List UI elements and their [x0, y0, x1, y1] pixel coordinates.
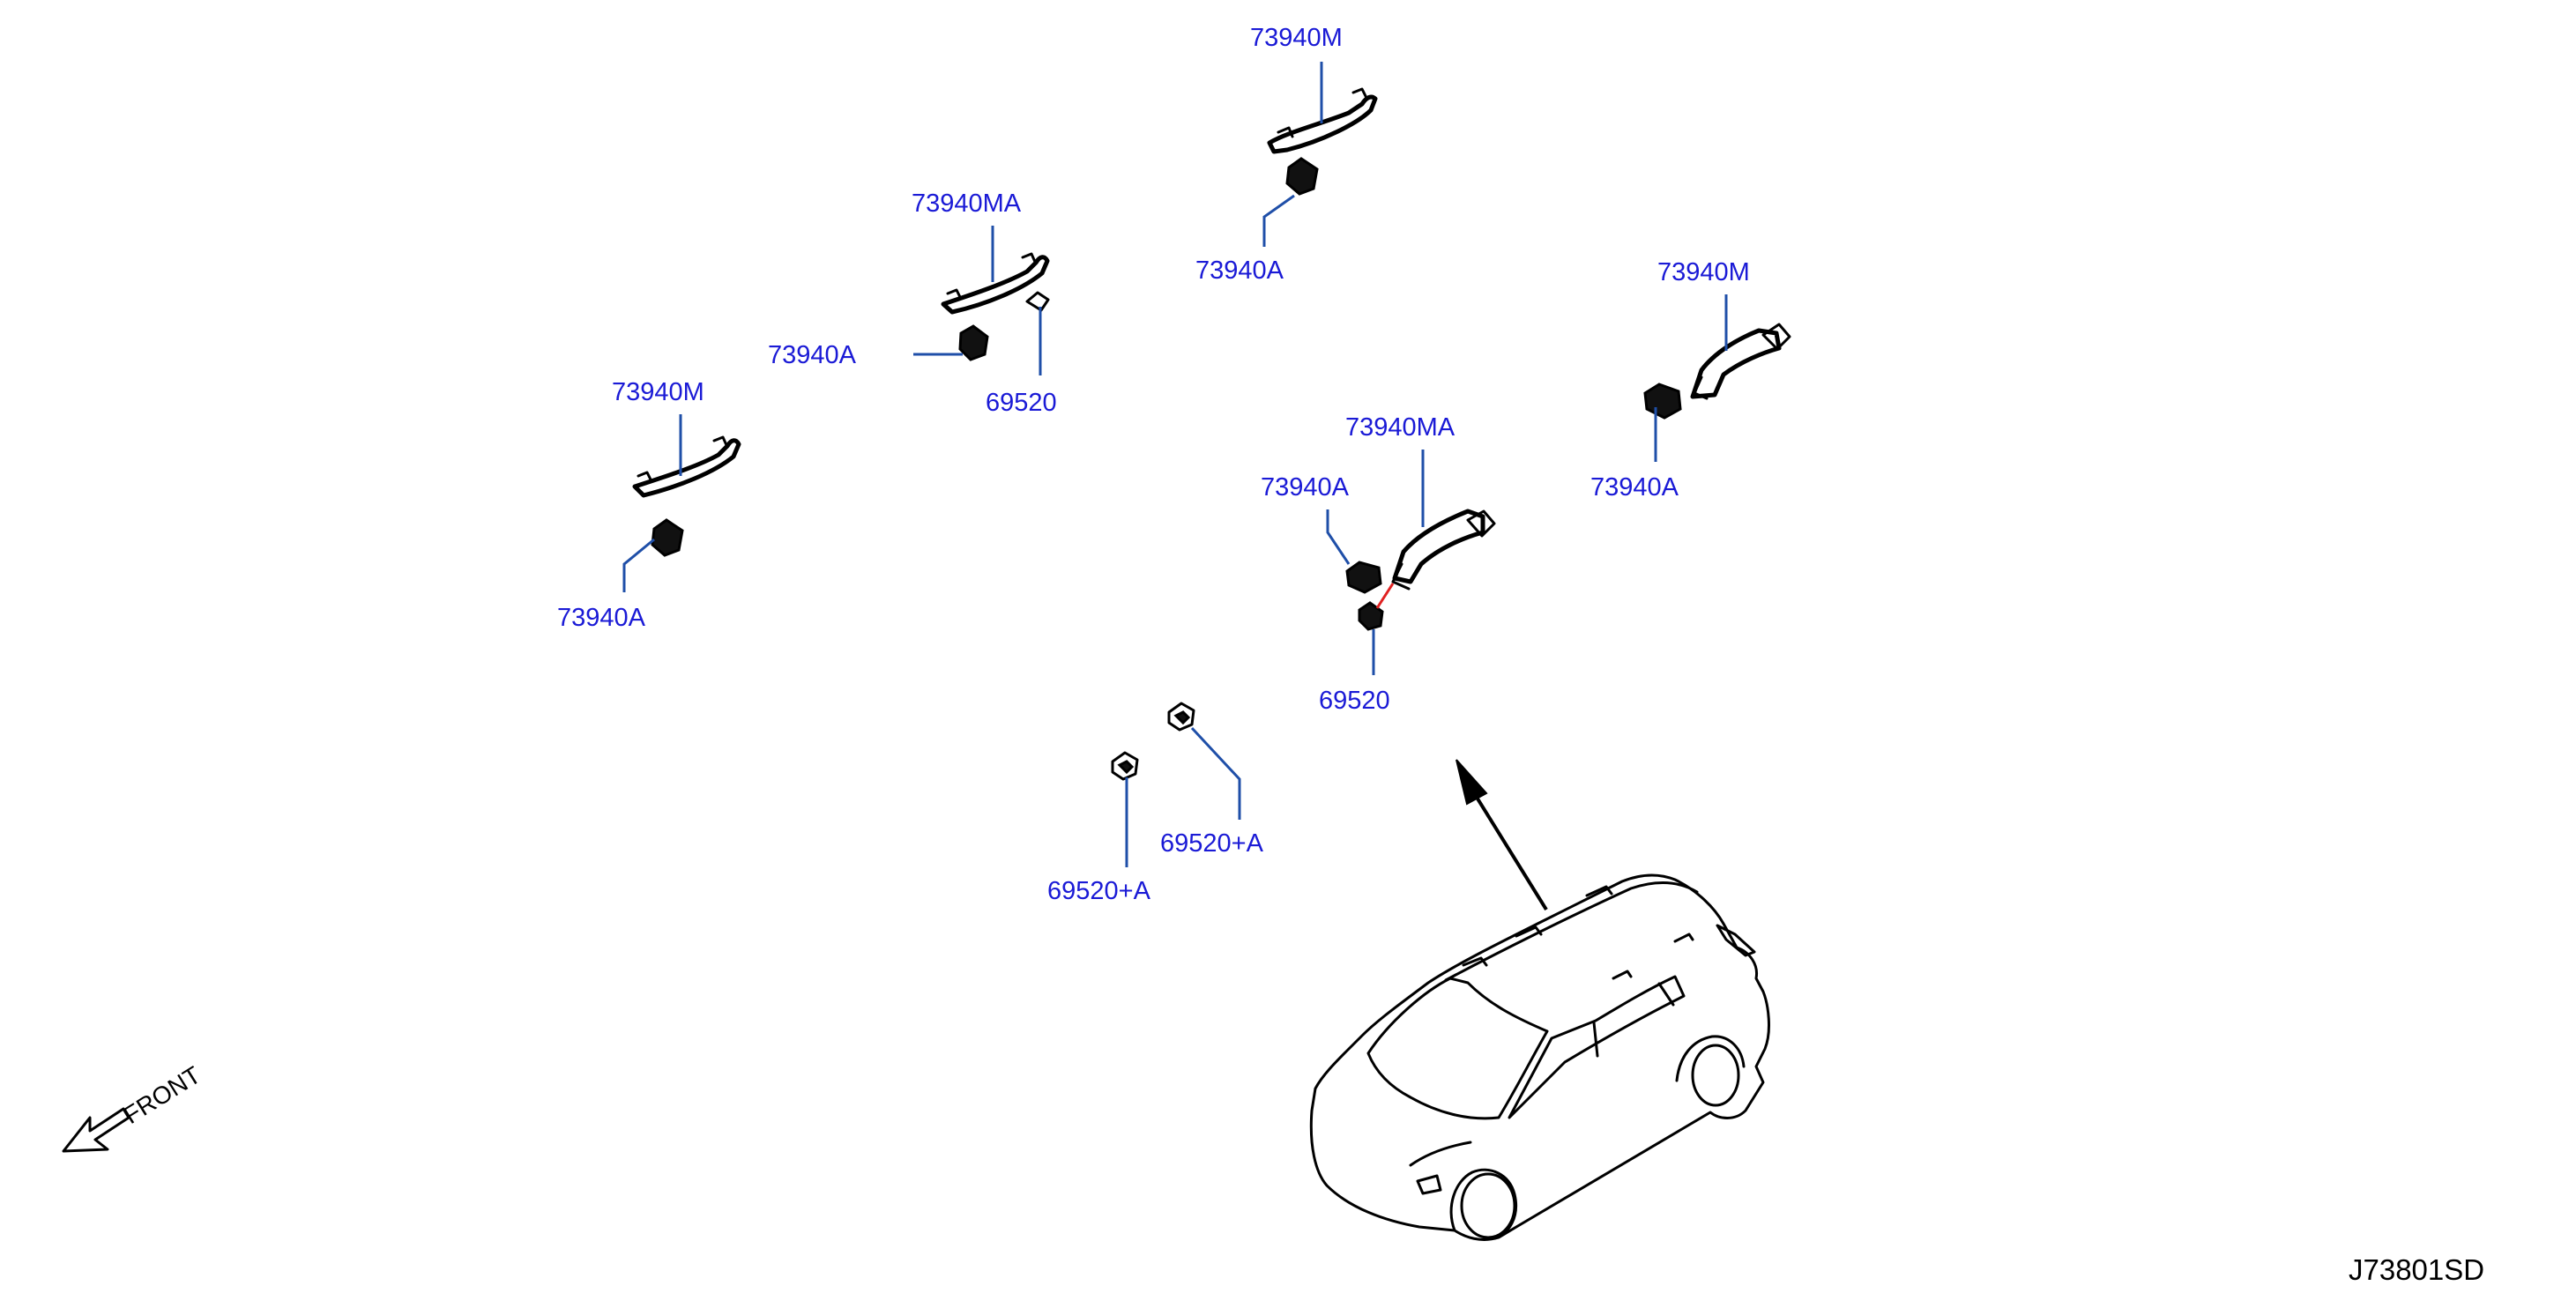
leader-left-a	[622, 538, 655, 592]
callout-top-center-m: 73940M	[1250, 24, 1343, 52]
callout-clip-a-upper: 69520+A	[1160, 829, 1264, 858]
trim-clip-center	[1358, 601, 1384, 631]
callout-left-m: 73940M	[612, 378, 704, 406]
grip-clip-center	[1345, 561, 1382, 594]
callout-clip-a-lower: 69520+A	[1047, 877, 1151, 905]
leader-clip-a-upper	[1190, 726, 1241, 820]
assist-grip-upper-left	[941, 252, 1050, 315]
front-indicator: FRONT	[62, 1061, 205, 1153]
callout-upper-left-clip: 69520	[986, 389, 1057, 417]
assist-grip-left	[632, 435, 741, 498]
assist-grip-top-center	[1267, 87, 1378, 154]
assist-grip-center	[1391, 509, 1496, 591]
grip-clip-right	[1643, 383, 1682, 420]
clip-a-upper	[1167, 702, 1195, 732]
leader-top-center-a	[1262, 194, 1295, 247]
callout-right-m: 73940M	[1657, 258, 1750, 286]
callout-upper-left-ma: 73940MA	[912, 190, 1022, 218]
clip-a-lower	[1111, 751, 1139, 781]
trim-clip-upper-left	[1025, 291, 1050, 312]
callout-center-clip: 69520	[1319, 687, 1390, 715]
front-label: FRONT	[119, 1061, 205, 1129]
location-arrow	[1456, 759, 1548, 911]
callout-right-a: 73940A	[1590, 473, 1679, 502]
callout-left-a: 73940A	[557, 604, 646, 632]
link-line-center	[1375, 583, 1395, 609]
callout-upper-left-a: 73940A	[768, 341, 857, 369]
callout-top-center-a: 73940A	[1195, 256, 1284, 285]
diagram-code: J73801SD	[2349, 1253, 2484, 1286]
grip-clip-upper-left	[958, 324, 989, 361]
leader-center-a	[1326, 509, 1351, 565]
assist-grip-right	[1690, 323, 1791, 400]
grip-clip-top-center	[1285, 157, 1319, 196]
vehicle-illustration	[1309, 873, 1770, 1241]
callout-center-ma: 73940MA	[1345, 413, 1456, 442]
callout-center-a: 73940A	[1261, 473, 1350, 502]
grip-clip-left	[651, 518, 684, 557]
